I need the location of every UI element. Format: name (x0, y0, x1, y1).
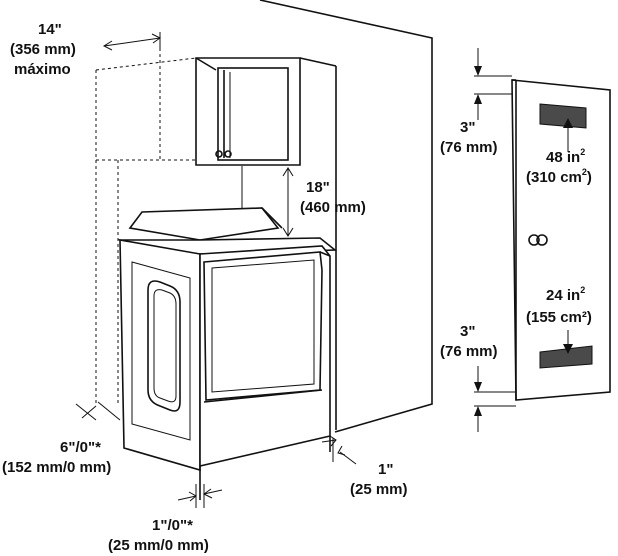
door-knob-icon (528, 234, 540, 246)
dryer (117, 207, 338, 500)
bottom-vent-offset-label: 3" (460, 323, 475, 340)
front-clearance-label: 1"/0"* (152, 517, 193, 534)
cabinet-width-mm-label: (356 mm) (10, 41, 76, 58)
top-vent-area-cm-label: (310 cm2) (526, 167, 592, 186)
side-clearance-label: 6"/0"* (60, 439, 101, 456)
bottom-vent-area-cm-label: (155 cm²) (526, 309, 592, 326)
top-vent-offset-label: 3" (460, 119, 475, 136)
cabinet-gap-dimension (241, 166, 294, 237)
back-clearance-dimension (321, 435, 357, 465)
bottom-vent (539, 345, 593, 369)
vent-arrows (563, 118, 573, 354)
side-clearance-mm-label: (152 mm/0 mm) (2, 459, 111, 476)
cabinet-width-note: máximo (14, 61, 71, 78)
door-offset-dimensions (474, 48, 516, 432)
bottom-vent-offset-mm-label: (76 mm) (440, 343, 498, 360)
front-clearance-mm-label: (25 mm/0 mm) (108, 537, 209, 554)
wall-cabinet (195, 57, 337, 430)
back-wall (259, 0, 433, 433)
top-vent (539, 103, 587, 129)
back-clearance-label: 1" (378, 461, 393, 478)
closet-outline (95, 48, 197, 404)
closet-door (511, 79, 611, 401)
front-clearance-dimension (177, 484, 223, 508)
back-clearance-mm-label: (25 mm) (350, 481, 408, 498)
top-vent-area-label: 48 in2 (546, 147, 585, 166)
cabinet-width-label: 14" (38, 21, 62, 38)
cabinet-width-dimension (102, 32, 161, 51)
bottom-vent-area-label: 24 in2 (546, 285, 585, 304)
side-clearance-dimension (75, 401, 121, 421)
cabinet-gap-mm-label: (460 mm) (300, 199, 366, 216)
top-vent-offset-mm-label: (76 mm) (440, 139, 498, 156)
cabinet-gap-label: 18" (306, 179, 330, 196)
